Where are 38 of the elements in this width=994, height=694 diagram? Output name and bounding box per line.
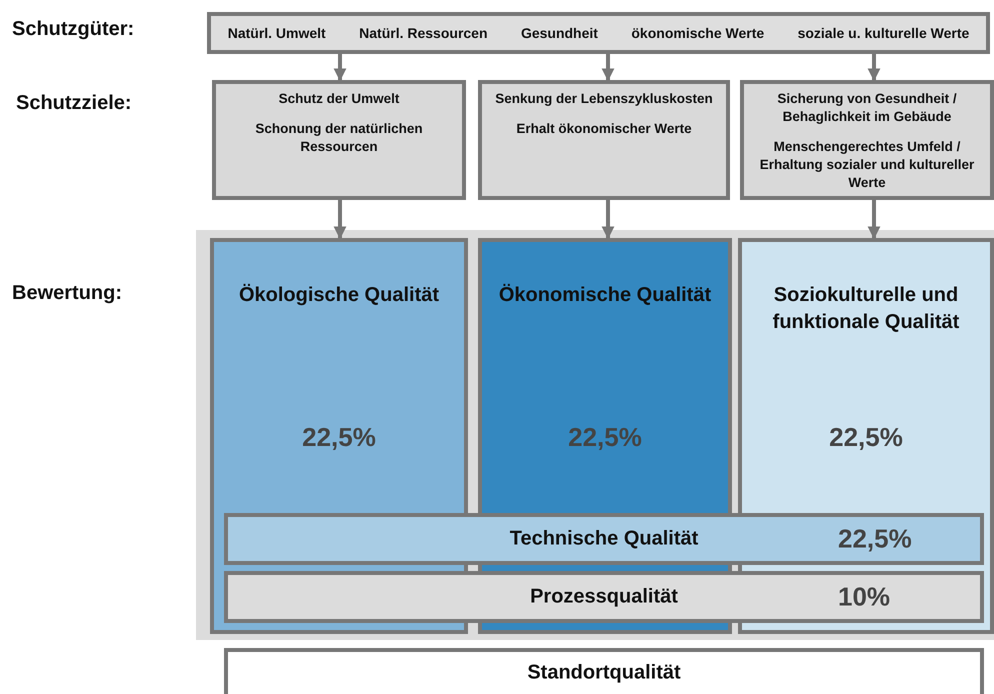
category-text: ökonomische Werte [631,25,764,41]
goal-box [740,80,994,200]
goal-box [212,80,466,200]
arrow [868,54,880,82]
percentage-text: 22,5% [828,424,904,451]
bar-title: Prozessqualität [530,586,678,608]
percentage-text: 22,5% [301,424,377,451]
quality-bar [224,571,984,623]
goal-text: Menschengerechtes Umfeld / Erhaltung sozialer und kultureller Werte [758,138,976,192]
category-text: Natürl. Ressourcen [359,25,488,41]
goal-box [478,80,730,200]
arrow [868,200,880,240]
row-label: Schutzziele: [16,92,132,115]
goal-text: Schutz der Umwelt [278,90,400,108]
row-label: Schutzgüter: [12,18,134,41]
category-band [207,12,990,54]
column-title: Ökonomische Qualität [498,282,712,308]
bar-title: Technische Qualität [510,528,698,550]
category-text: soziale u. kulturelle Werte [798,25,970,41]
goal-text: Sicherung von Gesundheit / Behaglichkeit im Gebäude [776,90,958,126]
arrow [602,200,614,240]
bar-title: Standortqualität [527,662,681,684]
arrow [602,54,614,82]
column-title: Ökologische Qualität [238,282,440,308]
goal-text: Senkung der Lebenszykluskosten [494,90,714,108]
category-text: Gesundheit [520,25,598,41]
column-title: Soziokulturelle und funktionale Qualität [772,283,960,335]
row-label: Bewertung: [12,282,122,305]
arrow [334,200,346,240]
quality-bar [224,648,984,694]
percentage-text: 22,5% [567,424,643,451]
goal-text: Schonung der natürlichen Ressourcen [254,120,424,156]
category-text: Natürl. Umwelt [228,25,326,41]
percentage-text: 22,5% [838,524,912,554]
arrow [334,54,346,82]
goal-text: Erhalt ökonomischer Werte [515,120,693,138]
percentage-text: 10% [838,582,890,612]
quality-bar [224,513,984,565]
